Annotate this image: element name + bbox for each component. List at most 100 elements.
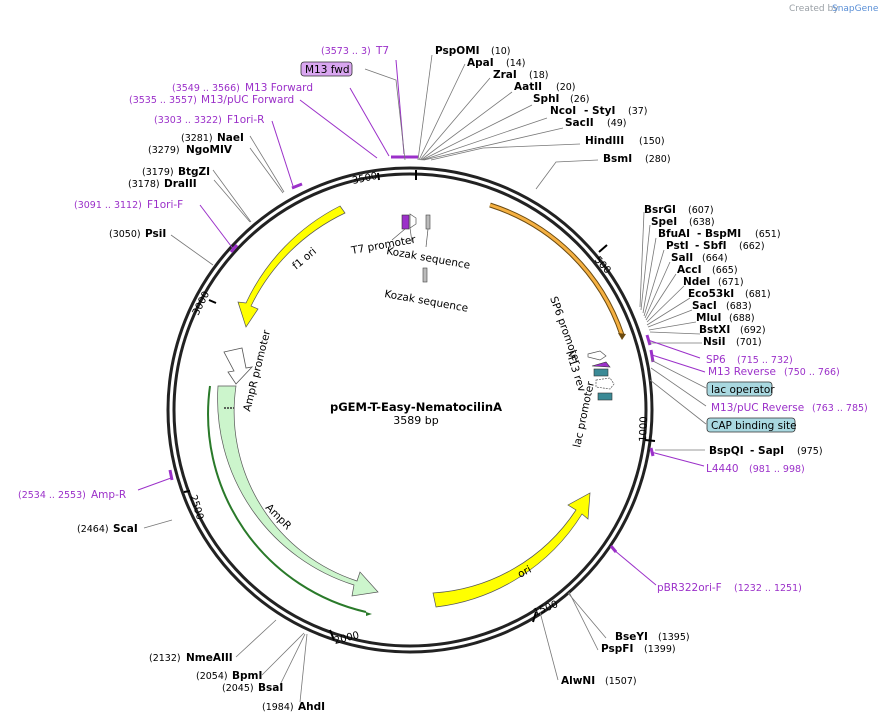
enzyme-bpmi-pos: (2054) [196,671,228,682]
sp6-track[interactable] [489,203,624,336]
enzyme-bpmi[interactable]: BpmI [232,670,262,682]
enzyme-bseyi-pos: (1395) [658,632,690,643]
tick-3500-mark [377,172,380,181]
enzyme-acci[interactable]: AccI [677,264,701,276]
enzyme-aatii[interactable]: AatII [514,81,542,93]
primer-m13puc-rev-name[interactable]: M13/pUC Reverse [711,402,804,414]
enzyme-alwni[interactable]: AlwNI [561,675,595,687]
enzyme-saci[interactable]: SacI [692,300,717,312]
enzyme-ndei[interactable]: NdeI [683,276,710,288]
enzyme-draiii-pos: (3178) [128,179,160,190]
enzyme-spei[interactable]: SpeI [651,216,677,228]
t7-leader [391,228,406,241]
feature-kozak1-box[interactable] [425,214,431,230]
enzyme-btgzi[interactable]: BtgZI [178,166,210,178]
enzyme-ngomiv[interactable]: NgoMIV [186,144,233,156]
enzyme-bstxi[interactable]: BstXI [699,324,730,336]
tick-2000-mark [329,629,335,641]
feature-ampr-promoter[interactable] [223,347,254,385]
primer-f1ori-r-pos: (3303 .. 3322) [154,115,222,126]
feature-t7-promoter-box[interactable] [401,214,410,230]
cap-box-label: CAP binding site [711,420,797,432]
feature-ampr[interactable] [217,385,379,597]
m13fwd-box[interactable] [300,61,353,77]
feature-kozak2-box[interactable] [422,267,428,283]
enzyme-sphi[interactable]: SphI [533,93,559,105]
lac-operator-box-label: lac operator [711,384,775,396]
enzyme-bsmi[interactable]: BsmI [603,153,632,165]
enzyme-nmeaiii-pos: (2132) [149,653,181,664]
feature-ori-label: ori [516,564,534,581]
feature-lac-operator-box[interactable] [593,368,609,377]
enzyme-alwni-pos: (1507) [605,676,637,687]
enzyme-pspfi[interactable]: PspFI [601,643,633,655]
enzyme-sapi[interactable]: - SapI [750,445,784,457]
feature-ori[interactable] [432,492,591,608]
enzyme-psti[interactable]: PstI [666,240,689,252]
primer-l4440-name[interactable]: L4440 [706,463,739,475]
enzyme-zrai[interactable]: ZraI [493,69,517,81]
enzyme-pspfi-pos: (1399) [644,644,676,655]
primer-m13rev-name[interactable]: M13 Reverse [708,366,776,378]
feature-cap-box[interactable] [597,392,613,401]
enzyme-apai[interactable]: ApaI [467,57,494,69]
enzyme-ncoi-pos: (37) [628,106,648,117]
ampr-green-track [207,385,367,613]
tick-3500: 3500 [351,171,378,187]
enzyme-draiii[interactable]: DraIII [164,178,197,190]
enzyme-bsai[interactable]: BsaI [258,682,283,694]
enzyme-mlui-pos: (688) [729,313,755,324]
primer-m13puc-fwd-name[interactable]: M13/pUC Forward [201,94,294,106]
enzyme-pspomi[interactable]: PspOMI [435,45,480,57]
enzyme-sali[interactable]: SalI [671,252,693,264]
primer-f1ori-r-name[interactable]: F1ori-R [227,114,264,126]
enzyme-psii[interactable]: PsiI [145,228,166,240]
primer-amp-r-name[interactable]: Amp-R [91,489,126,501]
primer-t7-name[interactable]: T7 [375,45,389,57]
plasmid-name: pGEM-T-Easy-NematocilinA [330,400,502,414]
enzyme-bfuai[interactable]: BfuAI [658,228,690,240]
enzyme-scai[interactable]: ScaI [113,523,138,535]
watermark-brand[interactable]: SnapGene [832,4,879,14]
enzyme-bspmi[interactable]: - BspMI [697,228,741,240]
enzyme-eco53ki-pos: (681) [745,289,771,300]
enzyme-ahdi[interactable]: AhdI [298,701,325,713]
enzyme-nmeaiii[interactable]: NmeAIII [186,652,233,664]
enzyme-nsii[interactable]: NsiI [703,336,726,348]
enzyme-bspqi[interactable]: BspQI [709,445,744,457]
feature-lac-promoter-arrow[interactable] [595,377,615,390]
feature-t7-arrow[interactable] [409,213,417,229]
enzyme-mlui[interactable]: MluI [696,312,721,324]
feature-sp6-arrow[interactable] [587,350,607,361]
cap-box[interactable] [706,417,796,433]
enzyme-hindiii[interactable]: HindIII [585,135,624,147]
feature-leaders [364,68,707,425]
enzyme-bsrgi[interactable]: BsrGI [644,204,676,216]
primer-sp6-name[interactable]: SP6 [706,354,726,366]
m13fwd-box-label: M13 fwd [305,64,350,76]
lac-operator-box[interactable] [706,381,773,397]
tick-marks [183,170,656,641]
tick-1000-mark [644,439,656,442]
primer-pbr322-name[interactable]: pBR322ori-F [657,582,722,594]
primer-leaders [137,59,706,586]
feature-m13rev-head[interactable] [591,361,611,368]
primer-f1ori-f-name[interactable]: F1ori-F [147,199,183,211]
enzyme-bsai-pos: (2045) [222,683,254,694]
enzyme-ncoi[interactable]: NcoI [550,105,576,117]
enzyme-sacii[interactable]: SacII [565,117,594,129]
enzyme-ngomiv-pos: (3279) [148,145,180,156]
enzyme-ahdi-pos: (1984) [262,702,294,713]
enzyme-psii-pos: (3050) [109,229,141,240]
enzyme-eco53ki[interactable]: Eco53kI [688,288,734,300]
enzyme-naei[interactable]: NaeI [217,132,244,144]
primer-m13fwd-name[interactable]: M13 Forward [245,82,313,94]
enzyme-acci-pos: (665) [712,265,738,276]
enzyme-bseyi[interactable]: BseYI [615,631,648,643]
enzyme-styi[interactable]: - StyI [584,105,615,117]
feature-f1-ori[interactable] [237,205,346,328]
enzyme-bfuai-pos: (651) [755,229,781,240]
enzyme-sbfi[interactable]: - SbfI [695,240,727,252]
kozak1-leader-b [425,228,429,248]
